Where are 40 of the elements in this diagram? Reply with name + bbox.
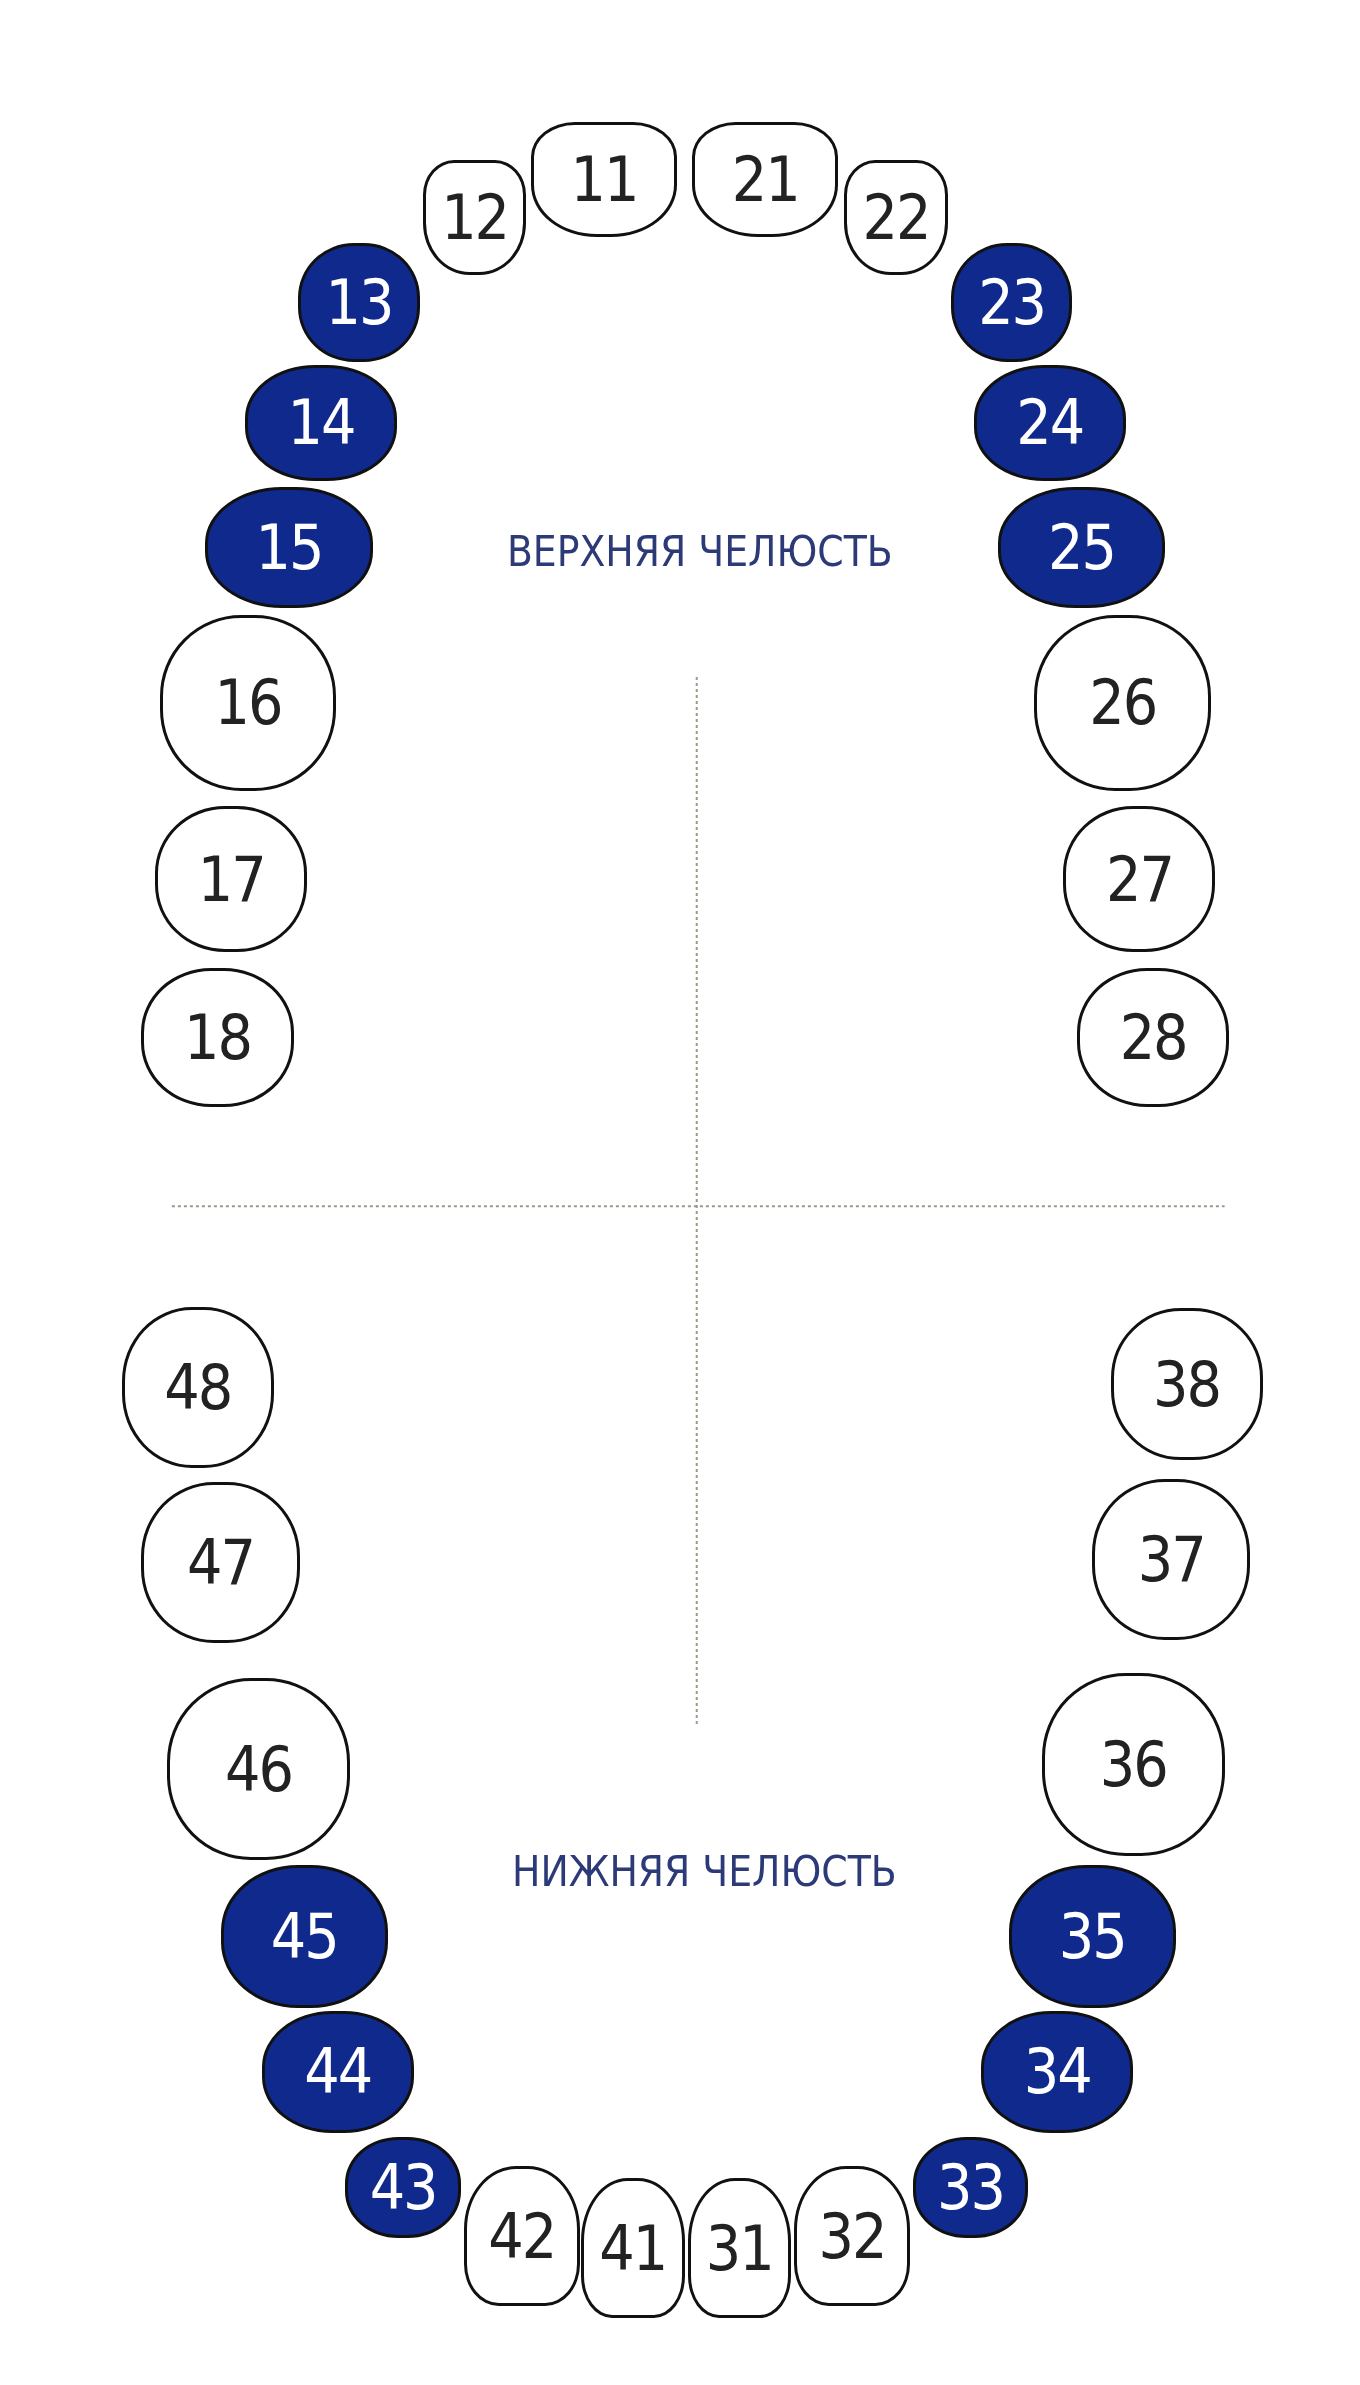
tooth-number: 23 [978,266,1046,340]
tooth-number: 24 [1016,386,1084,460]
tooth-number: 43 [369,2151,437,2225]
tooth-number: 48 [164,1350,232,1424]
tooth-number: 26 [1089,666,1157,740]
tooth-number: 31 [705,2211,773,2285]
tooth-outline [687,2178,792,2319]
tooth-number: 28 [1119,1001,1187,1074]
tooth-number: 35 [1058,1900,1126,1974]
tooth-outline [794,2166,910,2307]
tooth-number: 42 [488,2199,556,2273]
tooth-outline [581,2178,685,2319]
tooth-number: 37 [1137,1522,1205,1596]
tooth-number: 22 [862,181,930,254]
tooth-number: 34 [1023,2035,1091,2109]
tooth-number: 36 [1099,1728,1167,1802]
tooth-outline [463,2166,580,2307]
tooth-number: 11 [570,143,638,216]
tooth-number: 33 [937,2151,1005,2225]
jaw-label: НИЖНЯЯ ЧЕЛЮСТЬ [512,1846,897,1896]
tooth-number: 13 [325,266,393,340]
tooth-number: 32 [818,2199,886,2273]
tooth-number: 16 [214,666,282,740]
tooth-number: 46 [225,1732,293,1806]
tooth-number: 18 [184,1001,251,1074]
tooth-outline [422,159,527,276]
tooth-outline [844,159,948,276]
tooth-number: 44 [304,2035,372,2109]
tooth-number: 41 [599,2211,667,2285]
jaw-label: ВЕРХНЯЯ ЧЕЛЮСТЬ [506,526,893,576]
tooth-number: 45 [270,1900,338,1974]
tooth-number: 47 [187,1525,255,1599]
tooth-number: 38 [1153,1347,1221,1421]
tooth-number: 14 [287,386,355,460]
tooth-number: 25 [1048,511,1116,585]
tooth-number: 27 [1105,842,1173,916]
tooth-number: 17 [197,842,265,916]
tooth-number: 15 [255,511,323,585]
tooth-number: 12 [441,181,509,254]
tooth-number: 21 [731,143,799,216]
